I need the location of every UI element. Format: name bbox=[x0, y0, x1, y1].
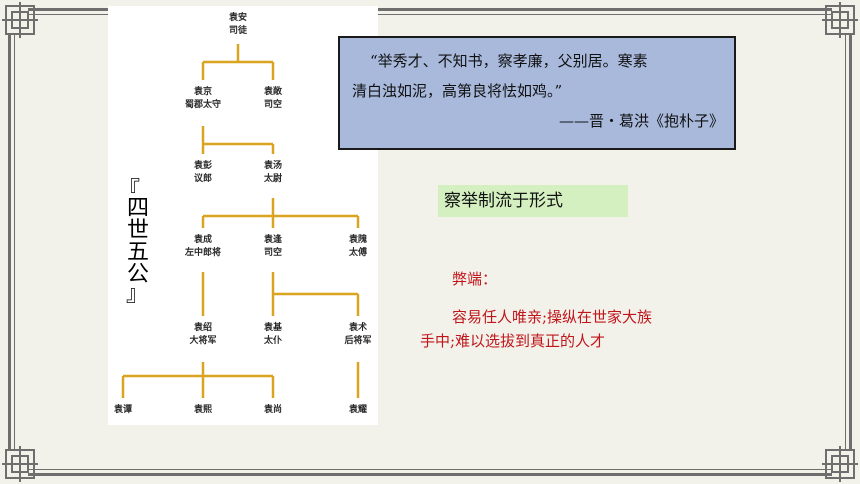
corner-knot-icon bbox=[822, 2, 858, 38]
open-bracket: 『 bbox=[118, 178, 141, 203]
frame-border-top-inner bbox=[28, 14, 832, 15]
tree-node: 袁术后将军 bbox=[344, 323, 372, 346]
quote-box: “举秀才、不知书，察孝廉，父别居。寒素 清白浊如泥，高第良将怯如鸡。” ——晋・… bbox=[338, 36, 736, 150]
drawbacks-text: 容易任人唯亲;操纵在世家大族 bbox=[452, 308, 653, 326]
frame-border-bottom bbox=[28, 473, 832, 476]
drawbacks-text: 手中;难以选拔到真正的人才 bbox=[420, 332, 606, 350]
conclusion-box: 察举制流于形式 bbox=[438, 185, 628, 217]
tree-node: 袁谭 bbox=[113, 405, 132, 415]
tree-node: 袁尚 bbox=[263, 405, 282, 415]
tree-node: 袁彭议郎 bbox=[193, 161, 212, 184]
tree-node: 袁基太仆 bbox=[263, 323, 282, 346]
tree-node: 袁耀 bbox=[348, 405, 367, 415]
quote-line: 清白浊如泥，高第良将怯如鸡。” bbox=[352, 82, 563, 100]
tree-node: 袁敞司空 bbox=[263, 87, 282, 110]
label-char: 四 bbox=[126, 196, 149, 221]
quote-line: “举秀才、不知书，察孝廉，父别居。寒素 bbox=[370, 52, 648, 70]
four-generations-label: 『 四 世 五 公 』 bbox=[118, 180, 158, 310]
drawbacks-title: 弊端： bbox=[452, 270, 498, 288]
frame-border-top bbox=[28, 8, 832, 11]
label-char: 五 bbox=[126, 240, 149, 265]
corner-knot-icon bbox=[822, 446, 858, 482]
tree-connectors bbox=[121, 44, 360, 398]
tree-node: 袁汤太尉 bbox=[263, 161, 282, 184]
label-char: 世 bbox=[126, 218, 149, 243]
family-tree: 袁安司徒 袁京蜀郡太守 袁敞司空 袁彭议郎 袁汤太尉 袁成左中郎将 袁逢司空 袁… bbox=[108, 6, 378, 425]
label-char: 公 bbox=[126, 262, 149, 287]
frame-border-right bbox=[849, 34, 852, 450]
tree-node: 袁成左中郎将 bbox=[184, 235, 221, 258]
frame-border-left-inner bbox=[14, 34, 15, 450]
corner-knot-icon bbox=[2, 2, 38, 38]
corner-knot-icon bbox=[2, 446, 38, 482]
tree-node: 袁京蜀郡太守 bbox=[184, 87, 221, 110]
frame-border-right-inner bbox=[845, 34, 846, 450]
tree-node: 袁熙 bbox=[193, 405, 212, 415]
close-bracket: 』 bbox=[126, 282, 149, 307]
tree-node: 袁隗太傅 bbox=[348, 235, 367, 258]
tree-node: 袁逢司空 bbox=[263, 235, 282, 258]
quote-source: ——晋・葛洪《抱朴子》 bbox=[558, 112, 724, 130]
frame-border-left bbox=[8, 34, 11, 450]
tree-node: 袁绍大将军 bbox=[189, 323, 217, 346]
tree-node: 袁安司徒 bbox=[228, 13, 247, 36]
frame-border-bottom-inner bbox=[28, 469, 832, 470]
